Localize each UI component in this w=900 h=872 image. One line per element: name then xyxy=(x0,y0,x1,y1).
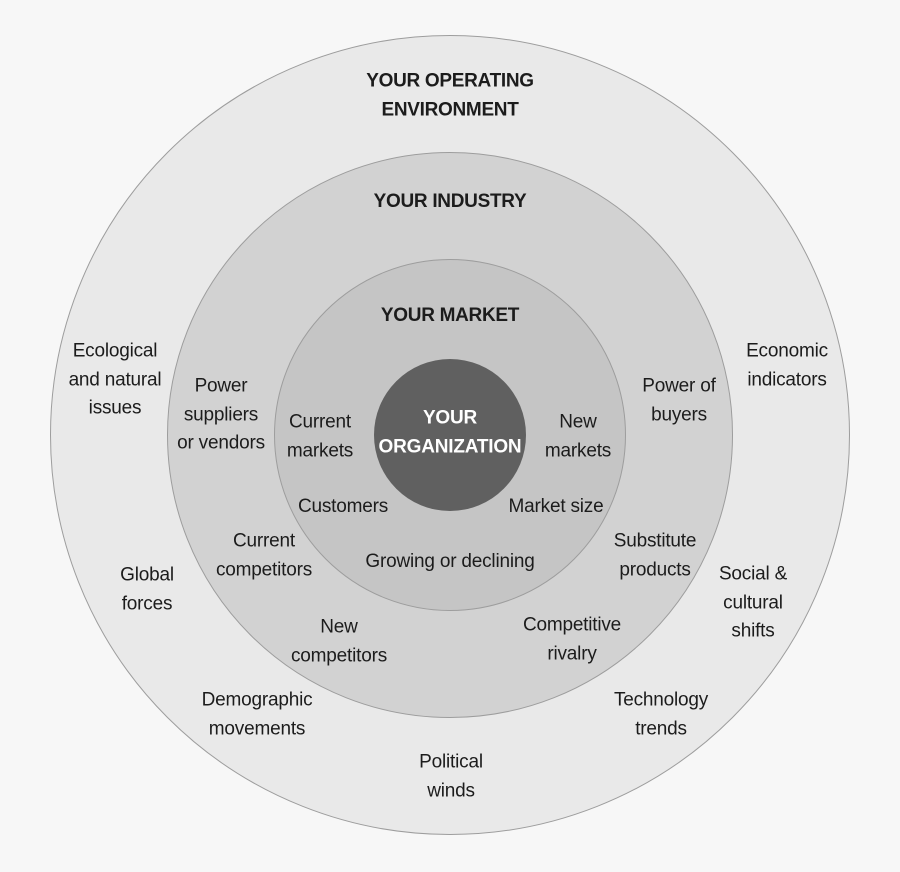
label-current-competitors: Current competitors xyxy=(215,530,313,581)
label-ecological-natural-issues: Ecological and natural issues xyxy=(68,340,162,419)
label-technology-trends: Technology trends xyxy=(613,689,709,740)
label-market-size: Market size xyxy=(508,495,604,517)
ring-title-operating-environment: YOUR OPERATING ENVIRONMENT xyxy=(366,70,534,121)
label-global-forces: Global forces xyxy=(120,564,174,615)
label-social-cultural-shifts: Social & cultural shifts xyxy=(718,563,788,642)
circle-organization xyxy=(374,359,526,511)
label-customers: Customers xyxy=(297,495,389,517)
label-power-suppliers-vendors: Power suppliers or vendors xyxy=(177,375,265,454)
label-demographic-movements: Demographic movements xyxy=(201,689,313,740)
ring-title-industry: YOUR INDUSTRY xyxy=(373,190,527,212)
label-power-of-buyers: Power of buyers xyxy=(642,375,716,426)
label-political-winds: Political winds xyxy=(419,751,483,802)
label-current-markets: Current markets xyxy=(286,411,354,462)
label-substitute-products: Substitute products xyxy=(613,530,697,581)
ring-title-market: YOUR MARKET xyxy=(380,304,520,326)
label-growing-or-declining: Growing or declining xyxy=(365,550,535,572)
ring-title-organization: YOUR ORGANIZATION xyxy=(378,407,522,458)
label-new-markets: New markets xyxy=(544,411,612,462)
label-economic-indicators: Economic indicators xyxy=(746,340,828,391)
label-new-competitors: New competitors xyxy=(290,616,388,667)
label-competitive-rivalry: Competitive rivalry xyxy=(522,614,622,665)
